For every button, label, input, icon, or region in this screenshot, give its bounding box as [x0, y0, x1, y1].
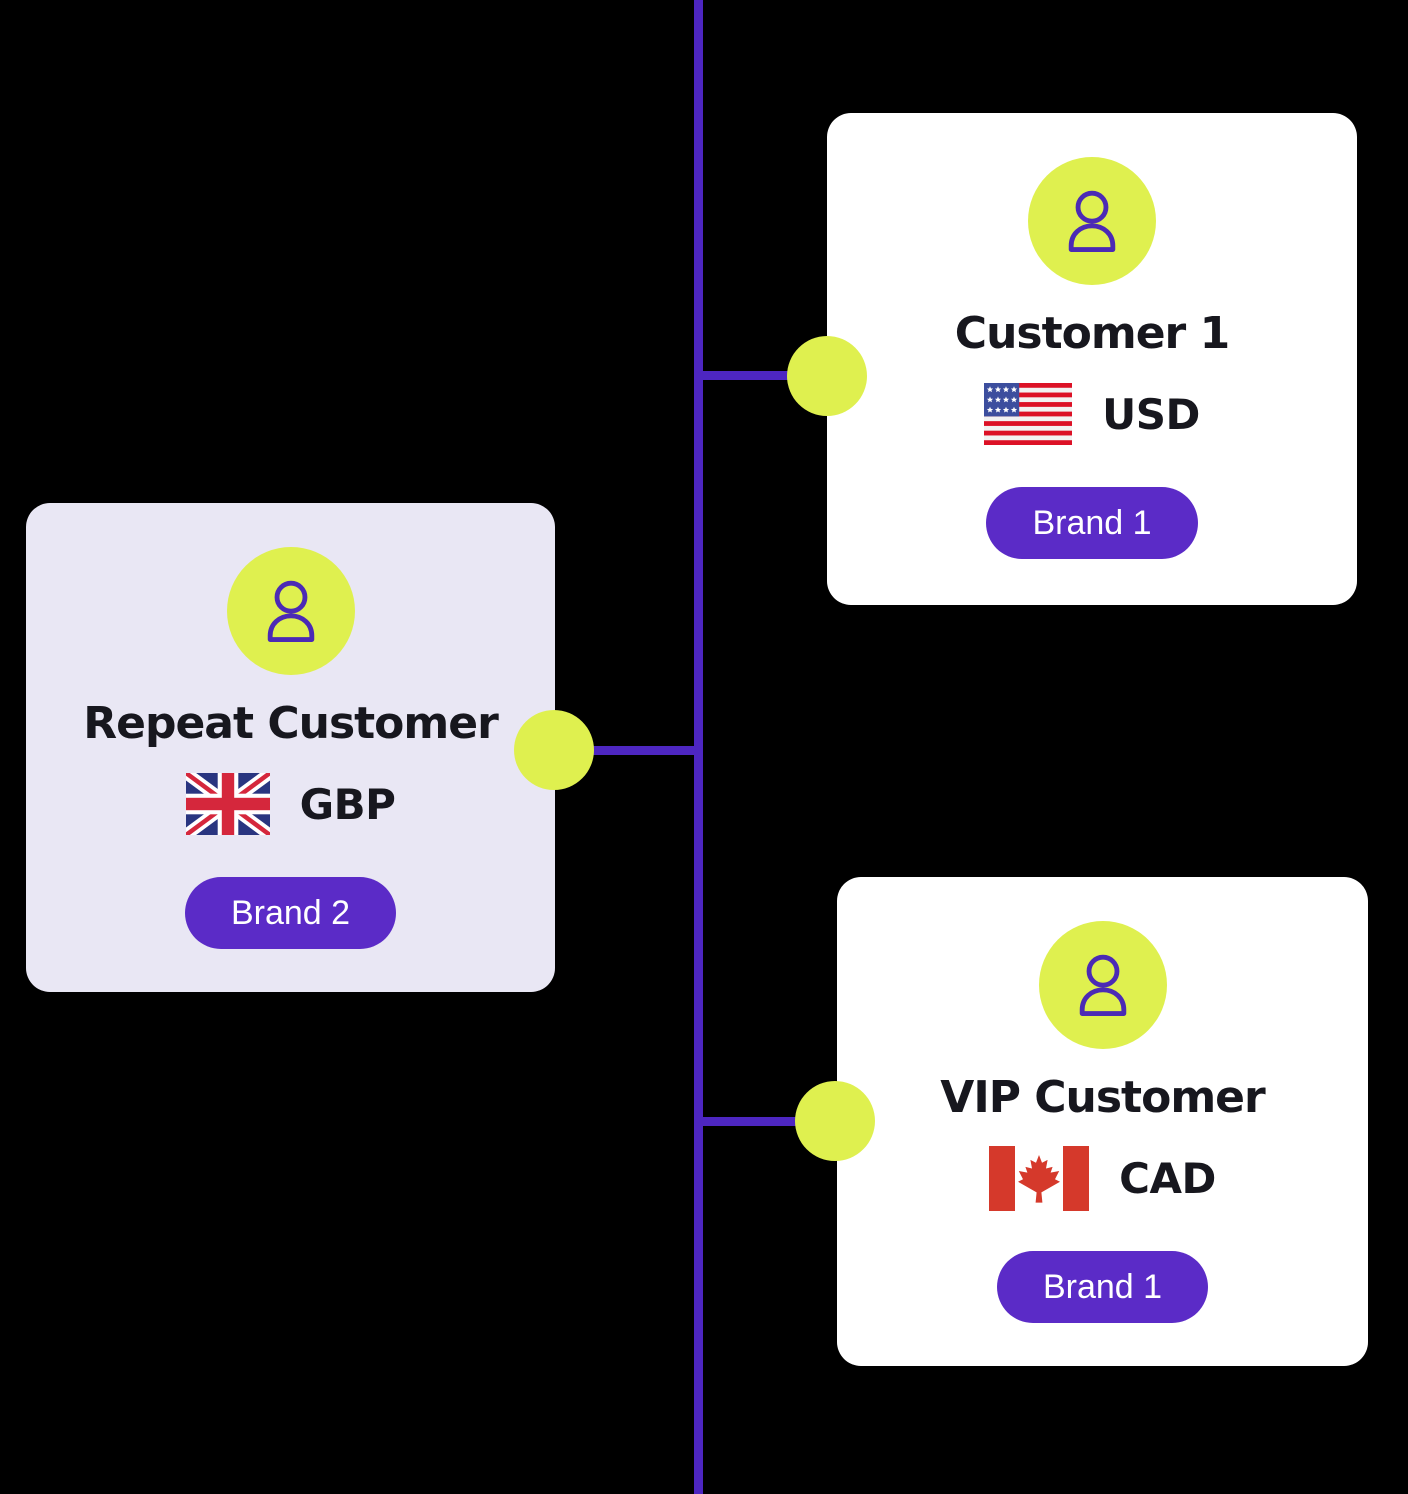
person-icon — [267, 580, 314, 642]
us-flag-icon — [984, 383, 1073, 446]
brand-badge: Brand 2 — [184, 877, 397, 950]
currency-code: CAD — [1119, 1153, 1216, 1203]
customer-card-repeat-customer[interactable]: Repeat Customer GBP Brand 2 — [26, 503, 555, 992]
ca-flag-icon — [989, 1145, 1090, 1211]
currency-code: USD — [1102, 389, 1200, 439]
brand-badge: Brand 1 — [986, 487, 1198, 560]
card-title: Customer 1 — [954, 308, 1230, 359]
currency-row: GBP — [185, 771, 396, 837]
avatar — [1028, 157, 1156, 285]
branch-line-customer1 — [698, 371, 830, 380]
person-icon — [1068, 190, 1116, 252]
card-title: Repeat Customer — [83, 698, 499, 749]
currency-code: GBP — [299, 779, 396, 829]
avatar — [226, 547, 355, 675]
connector-node-customer1 — [787, 336, 867, 416]
brand-badge: Brand 1 — [996, 1251, 1209, 1324]
connector-node-vip-customer — [795, 1081, 875, 1161]
branch-line-repeat-customer — [552, 746, 699, 755]
person-icon — [1079, 954, 1126, 1016]
connector-node-repeat-customer — [514, 710, 594, 790]
avatar — [1038, 921, 1167, 1049]
currency-row: CAD — [989, 1145, 1216, 1211]
branch-line-vip-customer — [698, 1117, 838, 1126]
customer-card-customer1[interactable]: Customer 1 U — [827, 113, 1357, 605]
gb-flag-icon — [185, 773, 270, 836]
currency-row: USD — [984, 381, 1200, 447]
customer-card-vip-customer[interactable]: VIP Customer CAD Brand 1 — [837, 877, 1368, 1366]
card-title: VIP Customer — [940, 1072, 1265, 1123]
